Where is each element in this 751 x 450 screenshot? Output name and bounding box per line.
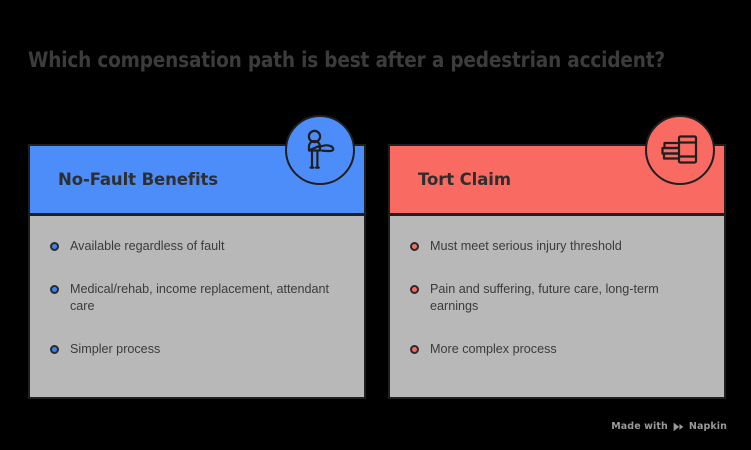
pedestrian-icon-badge	[285, 115, 355, 185]
card-tort-claim[interactable]: Tort Claim Must meet serious injury thre…	[388, 115, 726, 399]
card-title-no-fault-benefits: No-Fault Benefits	[58, 170, 219, 189]
pedestrian-icon	[300, 129, 340, 171]
book-stack-icon	[659, 131, 701, 169]
bullet-dot-icon	[50, 345, 59, 354]
card-header-tort-claim: Tort Claim	[390, 115, 724, 216]
card-no-fault-benefits[interactable]: No-Fault Benefits Available regardless o…	[28, 115, 366, 399]
bullet-text: Available regardless of fault	[70, 239, 225, 253]
card-header-no-fault-benefits: No-Fault Benefits	[30, 115, 364, 216]
watermark-prefix: Made with	[611, 421, 668, 432]
list-item: Pain and suffering, future care, long-te…	[410, 281, 704, 315]
watermark-brand: Napkin	[688, 421, 727, 432]
bullet-dot-icon	[50, 285, 59, 294]
book-stack-icon-badge	[645, 115, 715, 185]
bullet-text: Medical/rehab, income replacement, atten…	[70, 282, 330, 313]
list-item: Available regardless of fault	[50, 238, 344, 255]
card-title-tort-claim: Tort Claim	[418, 170, 511, 189]
list-item: More complex process	[410, 341, 704, 358]
list-item: Simpler process	[50, 341, 344, 358]
card-body-tort-claim: Must meet serious injury threshold Pain …	[390, 216, 724, 358]
card-body-no-fault-benefits: Available regardless of fault Medical/re…	[30, 216, 364, 358]
bullet-dot-icon	[50, 242, 59, 251]
bullet-text: Simpler process	[70, 342, 161, 356]
list-item: Medical/rehab, income replacement, atten…	[50, 281, 344, 315]
napkin-logo-icon	[673, 422, 684, 432]
list-item: Must meet serious injury threshold	[410, 238, 704, 255]
page-title: Which compensation path is best after a …	[28, 48, 665, 72]
bullet-dot-icon	[410, 285, 419, 294]
bullet-text: Pain and suffering, future care, long-te…	[430, 282, 659, 313]
bullet-text: More complex process	[430, 342, 557, 356]
bullet-dot-icon	[410, 345, 419, 354]
bullet-dot-icon	[410, 242, 419, 251]
napkin-watermark: Made with Napkin	[611, 421, 727, 432]
bullet-text: Must meet serious injury threshold	[430, 239, 622, 253]
